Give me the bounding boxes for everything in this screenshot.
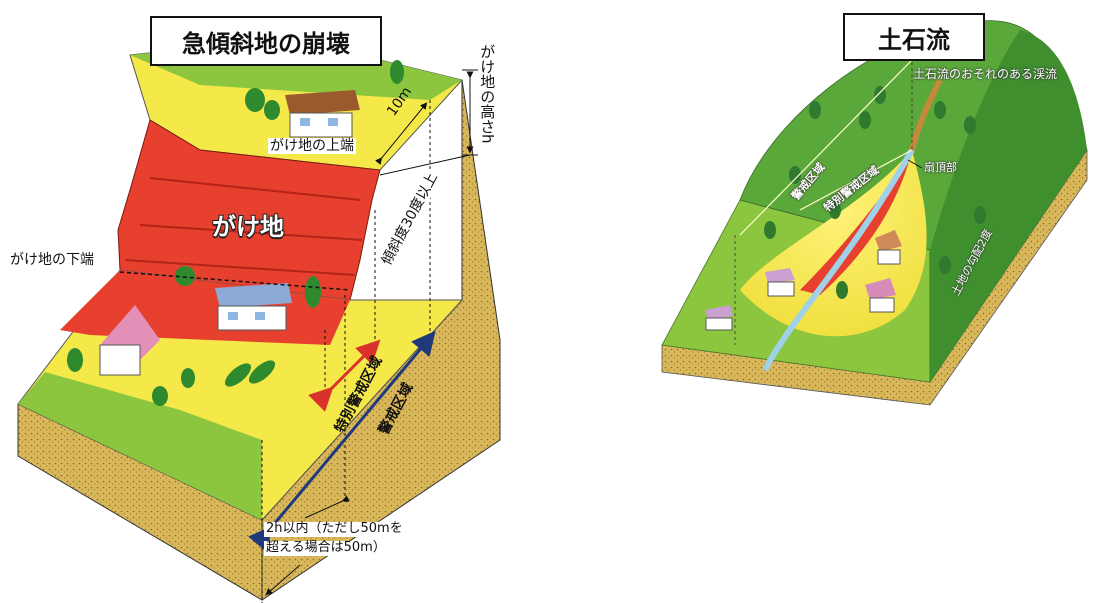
stream-channel [762, 148, 915, 372]
cliff-bottom-label: がけ地の下端 [8, 252, 96, 269]
house-middle [215, 283, 292, 331]
left-panel-cliff-collapse: 急傾斜地の崩壊 がけ地の高さh 10m がけ地の上端 傾斜度30度以上 がけ地 … [8, 16, 501, 603]
trees [67, 60, 404, 406]
extent-label-line2: 超える場合は50m） [264, 540, 388, 556]
cliff-height-label: がけ地の高さh [478, 44, 497, 144]
house-bottom [99, 305, 160, 376]
stream-label: 土石流のおそれのある渓流 [913, 67, 1058, 81]
special-zone [800, 150, 912, 295]
fan-apex-label: 扇頂部 [924, 161, 957, 174]
trees [764, 86, 986, 299]
house-top [285, 90, 360, 138]
cliff-top-label: がけ地の上端 [268, 138, 356, 155]
houses [705, 230, 902, 331]
lower-grass [18, 372, 262, 520]
debris-flow-illustration [661, 20, 1088, 406]
cliff-label: がけ地 [212, 213, 284, 241]
cliff-collapse-illustration [17, 37, 501, 603]
extent-label-line1: 2h以内（ただし50mを [264, 521, 405, 537]
right-title: 土石流 [843, 13, 985, 61]
left-title: 急傾斜地の崩壊 [150, 16, 382, 66]
right-panel-debris-flow: 土石流 土石流のおそれのある渓流 扇頂部 警戒区域 特別警戒区域 土地の勾配2度 [640, 0, 1093, 603]
